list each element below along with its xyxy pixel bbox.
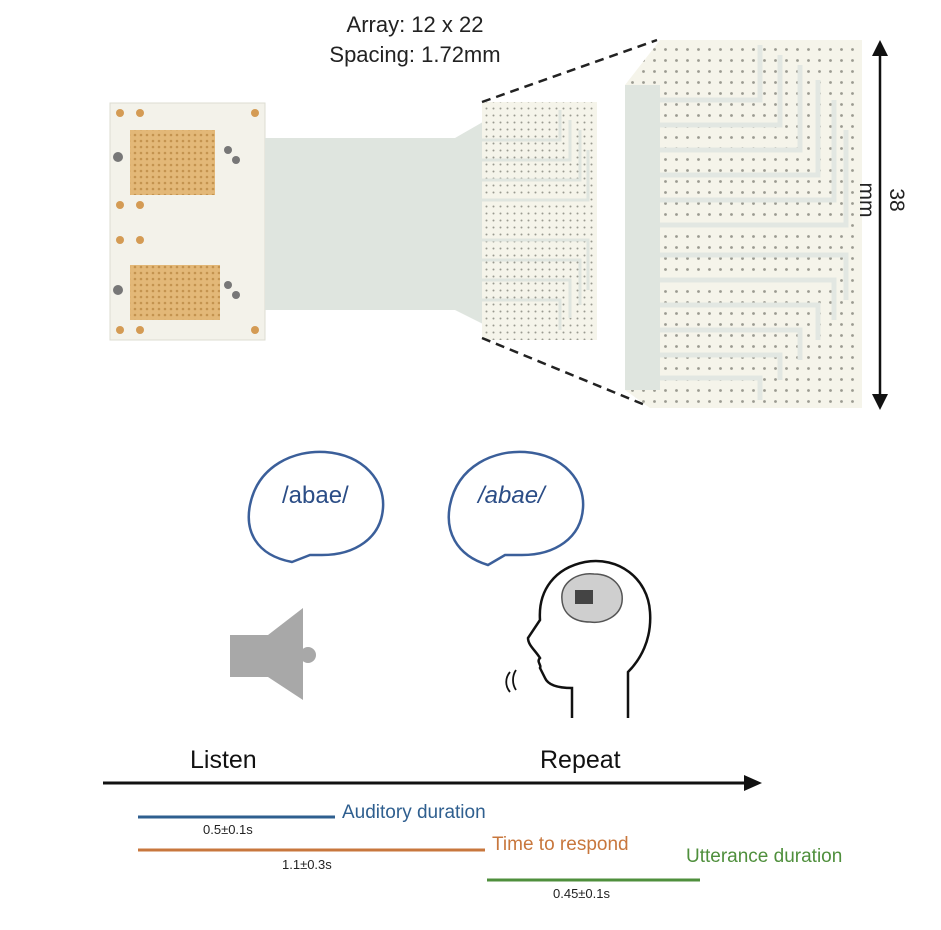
repeat-speech-bubble bbox=[447, 450, 585, 567]
dimension-arrow bbox=[872, 40, 888, 410]
speaker-icon bbox=[230, 608, 316, 700]
brain-icon bbox=[561, 573, 623, 624]
connector-board bbox=[109, 102, 266, 341]
listen-bubble-text: /abae/ bbox=[282, 482, 349, 509]
auditory-duration-value: 0.5±0.1s bbox=[203, 822, 253, 837]
electrode-grid-small bbox=[482, 102, 597, 340]
listen-speech-bubble bbox=[247, 450, 385, 564]
utterance-duration-value: 0.45±0.1s bbox=[553, 886, 611, 901]
timeline-arrow bbox=[103, 775, 762, 791]
time-to-respond-label: Time to respond bbox=[492, 834, 629, 855]
electrode-grid-zoomed bbox=[625, 40, 862, 408]
array-size-text: Array: 12 x 22 bbox=[346, 12, 484, 37]
repeat-bubble-text: /abae/ bbox=[478, 482, 545, 509]
utterance-duration-label: Utterance duration bbox=[686, 846, 843, 867]
lower-pad-block bbox=[130, 265, 220, 320]
array-spacing-text: Spacing: 1.72mm bbox=[329, 42, 501, 67]
listen-label: Listen bbox=[190, 746, 257, 774]
auditory-duration-label: Auditory duration bbox=[342, 802, 486, 823]
dimension-label: 38 mm bbox=[855, 182, 908, 218]
time-to-respond-value: 1.1±0.3s bbox=[282, 857, 332, 872]
ribbon-cable bbox=[265, 115, 495, 330]
head-with-brain-icon bbox=[505, 559, 652, 718]
repeat-label: Repeat bbox=[540, 746, 621, 774]
array-caption: Array: 12 x 22 Spacing: 1.72mm bbox=[290, 10, 540, 70]
upper-pad-block bbox=[130, 130, 215, 195]
zoom-lines bbox=[481, 38, 658, 407]
